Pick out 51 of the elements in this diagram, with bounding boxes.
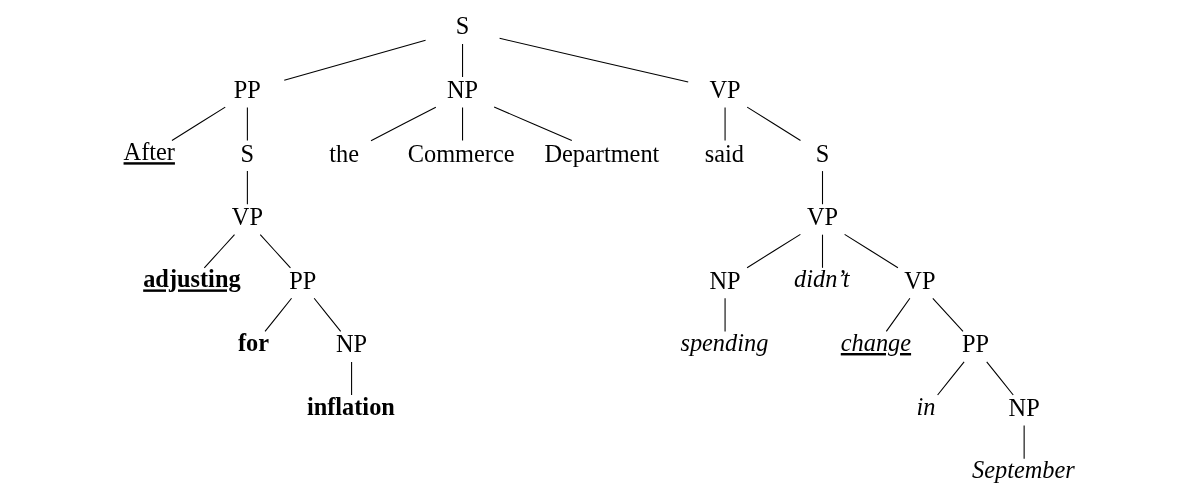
node-text: PP	[289, 266, 317, 294]
node-text: VP	[231, 203, 263, 231]
connector	[203, 234, 236, 269]
connector	[844, 233, 899, 269]
node-text: in	[916, 392, 936, 420]
node-text: VP	[904, 266, 936, 294]
connector	[264, 297, 293, 332]
node-text: PP	[233, 75, 261, 103]
connector	[313, 297, 342, 332]
connector	[821, 234, 824, 269]
connector	[283, 39, 427, 81]
connector	[259, 234, 291, 269]
node-text: adjusting	[143, 265, 241, 293]
connector	[821, 170, 824, 205]
connector	[246, 106, 248, 142]
node-text: VP	[709, 75, 741, 103]
node-text: PP	[961, 330, 989, 358]
connector	[370, 106, 437, 142]
node-text: said	[704, 139, 744, 167]
node-text: NP	[336, 330, 368, 358]
node-text: Commerce	[407, 139, 515, 167]
connector	[932, 297, 964, 332]
node-text: VP	[806, 203, 839, 231]
node-text: change	[840, 329, 912, 356]
node-text: spending	[680, 329, 769, 356]
node-text: Department	[544, 139, 660, 167]
connector	[746, 106, 802, 141]
node-text: NP	[1008, 393, 1040, 421]
node-text: NP	[709, 266, 741, 294]
node-text: S	[455, 12, 470, 40]
connector	[746, 233, 801, 269]
connector	[462, 106, 464, 142]
connector	[493, 106, 573, 142]
node-text: for	[237, 329, 269, 356]
connector	[462, 43, 464, 78]
connector	[351, 361, 353, 396]
node-text: didn’t	[794, 265, 850, 293]
connector	[246, 170, 248, 205]
node-text: After	[123, 138, 175, 166]
node-text: S	[240, 139, 255, 167]
node-text: inflation	[306, 392, 395, 420]
connector	[937, 361, 965, 396]
connector	[171, 106, 226, 141]
connector	[1023, 424, 1025, 460]
connector	[885, 297, 911, 332]
node-text: NP	[446, 75, 479, 103]
node-text: S	[815, 139, 830, 167]
connector	[499, 37, 689, 83]
node-text: the	[329, 139, 359, 167]
connector	[986, 361, 1014, 396]
node-text: September	[972, 456, 1075, 484]
